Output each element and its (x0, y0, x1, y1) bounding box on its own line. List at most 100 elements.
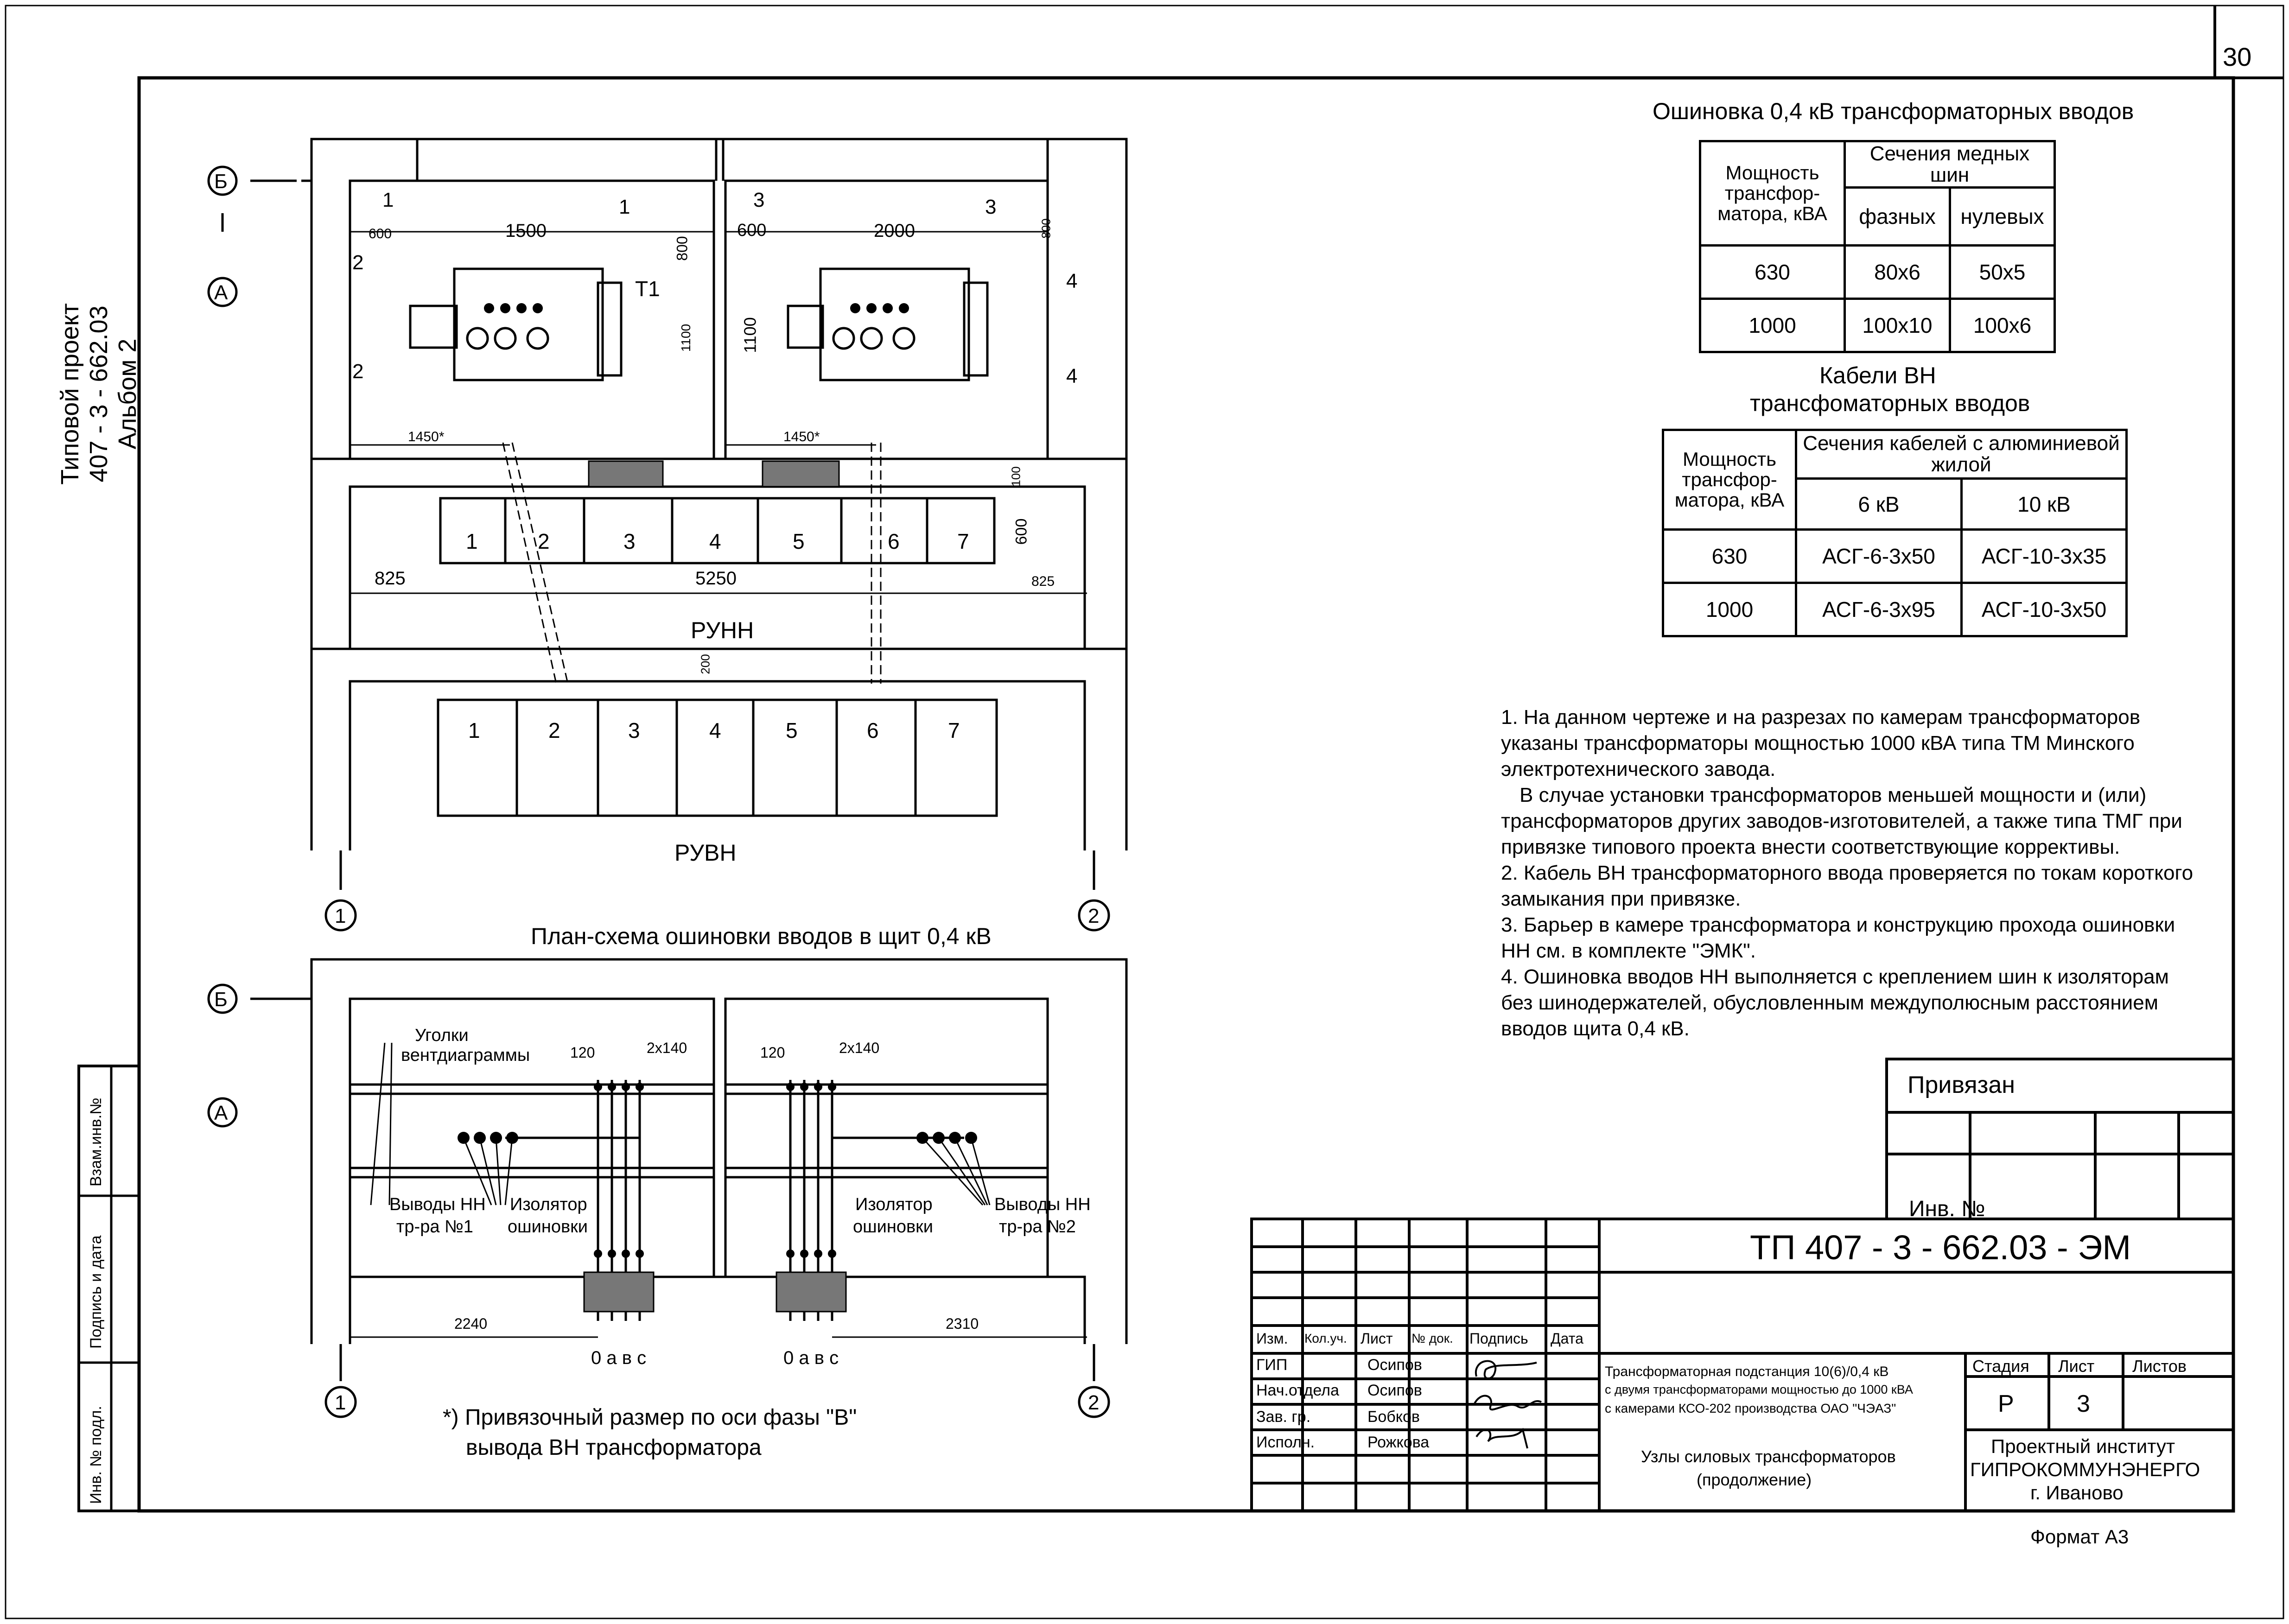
col-head-list: Лист (1361, 1330, 1393, 1347)
table2-head-power: Мощность трансфор- матора, кВА (1662, 429, 1797, 531)
axis-letter-a: А (214, 281, 228, 304)
label-vyvody1-b: тр-ра №1 (396, 1217, 473, 1237)
label-vyvody2-b: тр-ра №2 (999, 1217, 1076, 1237)
sheets-head: Листов (2132, 1357, 2187, 1376)
table2-cell-10kv: АСГ-10-3х35 (1960, 528, 2128, 584)
org-line3: г. Иваново (2030, 1482, 2124, 1503)
note-3: 3. Барьер в камере трансформатора и конс… (1501, 914, 2175, 962)
runn-label: РУНН (691, 617, 754, 643)
table2-head-10kv: 10 кВ (1960, 477, 2128, 531)
dim-1500: 1500 (505, 221, 547, 241)
col-head-doc: № док. (1412, 1331, 1453, 1345)
dim-2310: 2310 (946, 1315, 979, 1332)
table2-cell-6kv: АСГ-6-3х95 (1795, 582, 1963, 637)
dim-1100a: 1100 (679, 324, 693, 352)
plan1-caption: План-схема ошиновки вводов в щит 0,4 кВ (531, 923, 992, 949)
axis-number-1: 1 (335, 905, 346, 927)
dim-800a: 800 (674, 236, 691, 261)
label-izol1-b: ошиновки (508, 1217, 588, 1237)
dim-2000: 2000 (874, 221, 915, 241)
section-mark-2a: 2 (352, 251, 364, 274)
side-label-line2: 407 - 3 - 662.03 (85, 305, 113, 482)
name-ispoln: Рожкова (1367, 1434, 1430, 1451)
desc-line1: Трансформаторная подстанция 10(6)/0,4 кВ (1605, 1364, 1889, 1379)
runn-cell-3: 3 (623, 529, 636, 553)
name-zav: Бобков (1367, 1408, 1420, 1426)
table1-cell-zero: 50х5 (1949, 244, 2056, 300)
dim-1450b: 1450* (783, 429, 820, 444)
label-izol2-b: ошиновки (853, 1217, 934, 1237)
sheet-head: Лист (2058, 1357, 2095, 1376)
section-mark-1b: 1 (619, 196, 630, 218)
org-line1: Проектный институт (1991, 1435, 2175, 1457)
dim-600b: 600 (737, 221, 767, 240)
axis-letter-b: Б (214, 170, 228, 193)
desc-line3: с камерами КСО-202 производства ОАО "ЧЭА… (1605, 1401, 1896, 1415)
table2-cell-10kv: АСГ-10-3х50 (1960, 582, 2128, 637)
sheet-number: 3 (2077, 1390, 2090, 1417)
table1-head-section: Сечения медных шин (1844, 140, 2056, 189)
axis2-number-1: 1 (335, 1391, 346, 1414)
table1-cell-zero: 100х6 (1949, 298, 2056, 353)
table1-head-power: Мощность трансфор- матора, кВА (1699, 140, 1846, 247)
label-ugolki-1: Уголки (415, 1026, 469, 1045)
label-ugolki-2: вентдиаграммы (401, 1046, 530, 1065)
runn-cell-1: 1 (466, 529, 478, 553)
runn-cell-4: 4 (709, 529, 721, 553)
table1-title: Ошиновка 0,4 кВ трансформаторных вводов (1653, 98, 2134, 124)
dim-120b: 120 (760, 1044, 785, 1061)
sheet-title-line1: Узлы силовых трансформаторов (1641, 1447, 1896, 1466)
note-1-cont: В случае установки трансформаторов меньш… (1501, 784, 2182, 858)
signatures-graphic (1473, 1360, 1542, 1449)
doc-code: ТП 407 - 3 - 662.03 - ЭМ (1750, 1228, 2131, 1267)
col-head-izm: Изм. (1256, 1330, 1288, 1347)
table2-title-line2: трансфоматорных вводов (1750, 390, 2030, 416)
table2-cell-power: 1000 (1662, 582, 1797, 637)
dim-600a: 600 (369, 226, 392, 241)
table1-cell-power: 1000 (1699, 298, 1846, 353)
table2-title-line1: Кабели ВН (1819, 362, 1936, 388)
role-nach: Нач.отдела (1256, 1382, 1339, 1399)
label-vyvody2-a: Выводы НН (994, 1195, 1091, 1214)
ruvn-cell-1: 1 (468, 718, 480, 742)
dim-825b: 825 (1031, 574, 1055, 589)
phases-1: 0 а в с (591, 1348, 647, 1368)
table2-head-6kv: 6 кВ (1795, 477, 1963, 531)
axis2-number-2: 2 (1088, 1391, 1100, 1414)
table2-cell-power: 630 (1662, 528, 1797, 584)
note-1: 1. На данном чертеже и на разрезах по ка… (1501, 706, 2141, 780)
axis2-letter-b: Б (214, 988, 228, 1011)
dim-2x140b: 2х140 (839, 1040, 880, 1056)
dim-2x140a: 2х140 (647, 1040, 687, 1056)
section-mark-4b: 4 (1066, 365, 1078, 387)
table1-head-phase: фазных (1844, 186, 1951, 247)
section-mark-4a: 4 (1066, 270, 1078, 292)
table2-cell-6kv: АСГ-6-3х50 (1795, 528, 1963, 584)
ruvn-cell-6: 6 (867, 718, 879, 742)
dim-825a: 825 (375, 568, 406, 589)
format-label: Формат А3 (2030, 1526, 2129, 1548)
dim-2240: 2240 (454, 1315, 488, 1332)
table2-head-section: Сечения кабелей с алюминиевой жилой (1795, 429, 2128, 480)
org-line2: ГИПРОКОММУНЭНЕРГО (1970, 1459, 2200, 1480)
dim-200: 200 (698, 654, 712, 674)
sheet-title-line2: (продолжение) (1697, 1470, 1812, 1489)
footnote-line2: вывода ВН трансформатора (466, 1435, 762, 1460)
name-nach: Осипов (1367, 1382, 1422, 1399)
notes-block: 1. На данном чертеже и на разрезах по ка… (1501, 704, 2196, 1042)
label-izol1-a: Изолятор (510, 1195, 587, 1214)
col-head-data: Дата (1551, 1330, 1583, 1347)
note-2: 2. Кабель ВН трансформаторного ввода про… (1501, 862, 2194, 910)
ruvn-cell-4: 4 (709, 718, 721, 742)
side-label-line1: Типовой проект (56, 303, 84, 485)
side-stamp-inv: Инв. № подл. (87, 1406, 105, 1504)
runn-cell-2: 2 (538, 529, 550, 553)
dim-100: 100 (1009, 466, 1023, 487)
table1: Мощность трансфор- матора, кВА Сечения м… (1699, 140, 2056, 353)
ruvn-cell-7: 7 (948, 718, 960, 742)
axis2-letter-a: А (214, 1102, 228, 1124)
runn-cell-7: 7 (957, 529, 969, 553)
stage-value: Р (1998, 1390, 2014, 1417)
